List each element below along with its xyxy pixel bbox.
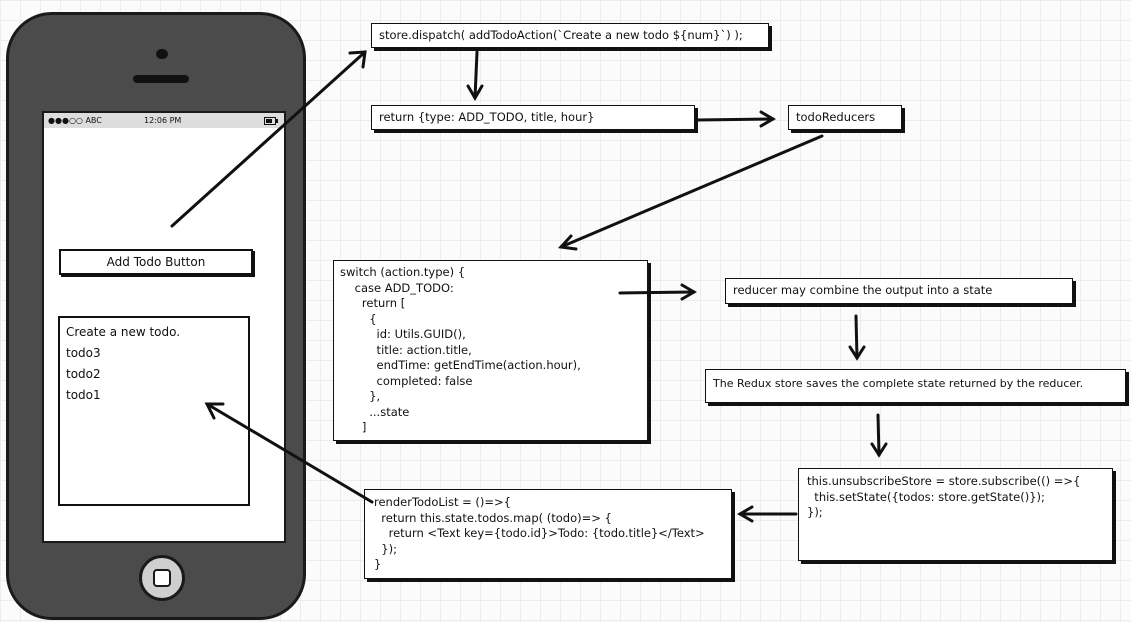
code-line: }); (374, 541, 397, 556)
status-time: 12:06 PM (144, 116, 182, 125)
arrow (695, 117, 775, 122)
status-carrier: ●●●○○ ABC (48, 116, 102, 125)
code-line: this.setState({todos: store.getState()})… (807, 489, 1045, 504)
battery-icon (264, 117, 278, 125)
code-line: return this.state.todos.map( (todo)=> { (374, 510, 612, 525)
code-line: completed: false (340, 373, 473, 388)
code-line: switch (action.type) { (340, 265, 466, 279)
code-line: renderTodoList = ()=>{ (374, 495, 511, 509)
status-bar: ●●●○○ ABC 12:06 PM (44, 113, 284, 128)
add-todo-button[interactable]: Add Todo Button (59, 249, 253, 275)
speaker-icon (133, 75, 189, 83)
list-item[interactable]: todo3 (66, 346, 101, 360)
arrowhead (870, 442, 888, 458)
arrowhead (680, 283, 697, 301)
code-line: id: Utils.GUID(), (340, 327, 466, 341)
todo-reducers-box: todoReducers (788, 105, 902, 130)
code-line: return [ (340, 296, 406, 310)
code-line: ] (340, 420, 367, 434)
arrowhead (348, 50, 367, 69)
arrowhead (737, 505, 754, 523)
code-line: } (374, 557, 382, 571)
subscribe-code-box: this.unsubscribeStore = store.subscribe(… (798, 468, 1113, 561)
code-line: title: action.title, (340, 342, 472, 357)
render-code-box: renderTodoList = ()=>{ return this.state… (364, 489, 732, 579)
combine-text: reducer may combine the output into a st… (733, 283, 993, 297)
combine-box: reducer may combine the output into a st… (725, 278, 1073, 304)
code-line: ...state (340, 404, 410, 419)
arrowhead (759, 110, 776, 128)
code-line: this.unsubscribeStore = store.subscribe(… (807, 474, 1081, 488)
arrowhead (466, 84, 484, 101)
return-action-text: return {type: ADD_TODO, title, hour} (379, 110, 595, 124)
dispatch-text: store.dispatch( addTodoAction(`Create a … (379, 28, 743, 42)
return-action-box: return {type: ADD_TODO, title, hour} (371, 105, 695, 130)
home-button[interactable] (139, 555, 185, 601)
code-line: return <Text key={todo.id}>Todo: {todo.t… (374, 526, 705, 540)
phone-screen: ●●●○○ ABC 12:06 PM Add Todo Button Creat… (42, 111, 286, 543)
todo-list: Create a new todo. todo3 todo2 todo1 (58, 316, 250, 506)
code-line: endTime: getEndTime(action.hour), (340, 358, 581, 372)
switch-code-box: switch (action.type) { case ADD_TODO: re… (333, 260, 648, 441)
list-item[interactable]: todo2 (66, 367, 101, 381)
arrowhead (557, 234, 578, 251)
camera-icon (156, 49, 168, 59)
code-line: case ADD_TODO: (340, 280, 454, 295)
list-item[interactable]: Create a new todo. (66, 325, 181, 339)
store-saves-text: The Redux store saves the complete state… (713, 377, 1084, 390)
code-line: }, (340, 389, 381, 403)
list-item[interactable]: todo1 (66, 388, 101, 402)
store-saves-box: The Redux store saves the complete state… (705, 369, 1126, 403)
arrow (473, 50, 479, 100)
home-square-icon (153, 569, 171, 587)
code-line: }); (807, 505, 823, 519)
arrow (854, 314, 859, 360)
arrowhead (848, 345, 866, 361)
arrow (559, 134, 824, 249)
phone-mockup: ●●●○○ ABC 12:06 PM Add Todo Button Creat… (6, 12, 306, 620)
todo-reducers-text: todoReducers (796, 110, 876, 124)
dispatch-box: store.dispatch( addTodoAction(`Create a … (371, 23, 769, 48)
arrow (876, 413, 881, 457)
code-line: { (340, 311, 377, 326)
